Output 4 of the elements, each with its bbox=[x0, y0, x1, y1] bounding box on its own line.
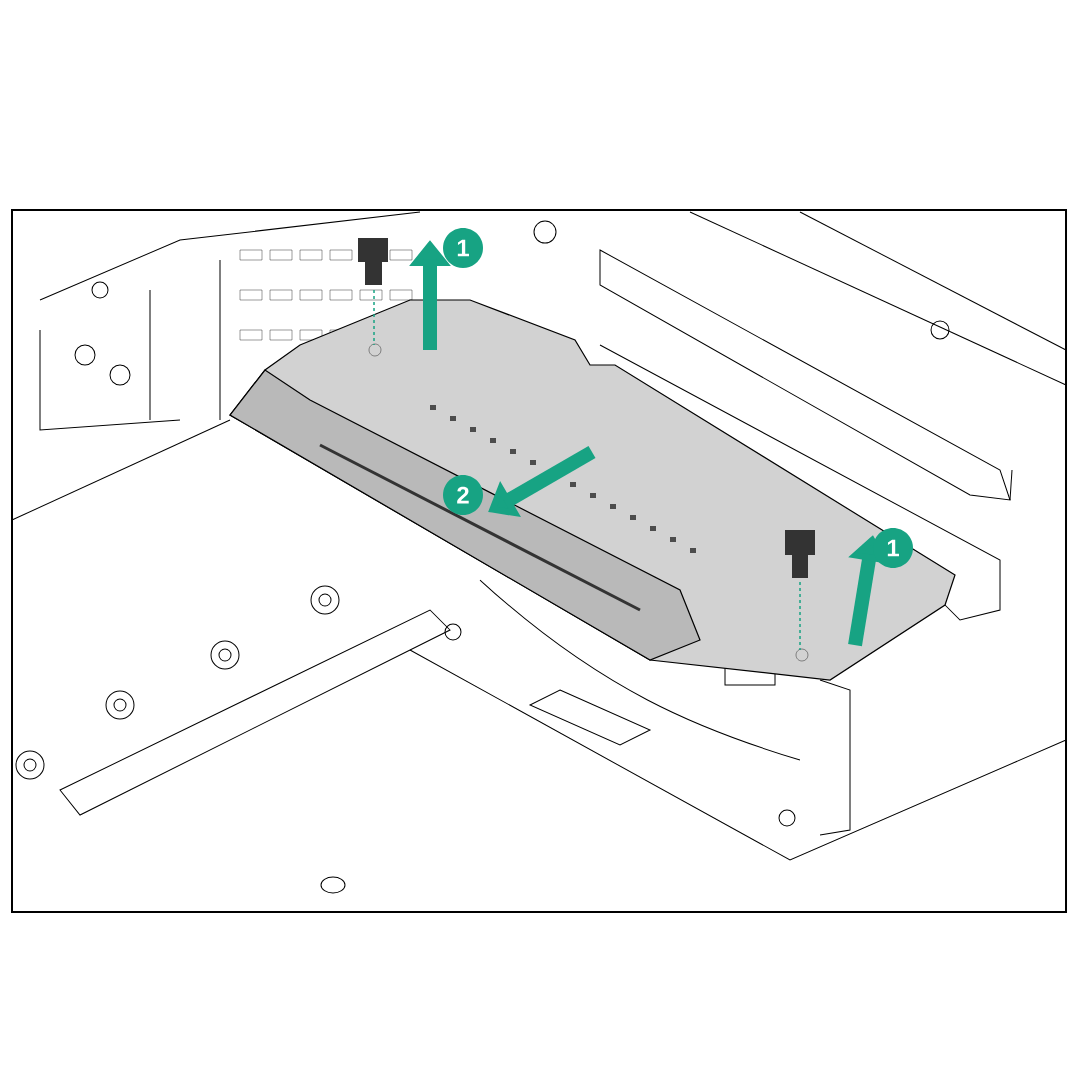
step-number-badge: 1 bbox=[873, 528, 913, 568]
step-number-badge: 1 bbox=[443, 228, 483, 268]
node-label: 1 bbox=[887, 539, 900, 557]
step-number-badge: 2 bbox=[443, 475, 483, 515]
